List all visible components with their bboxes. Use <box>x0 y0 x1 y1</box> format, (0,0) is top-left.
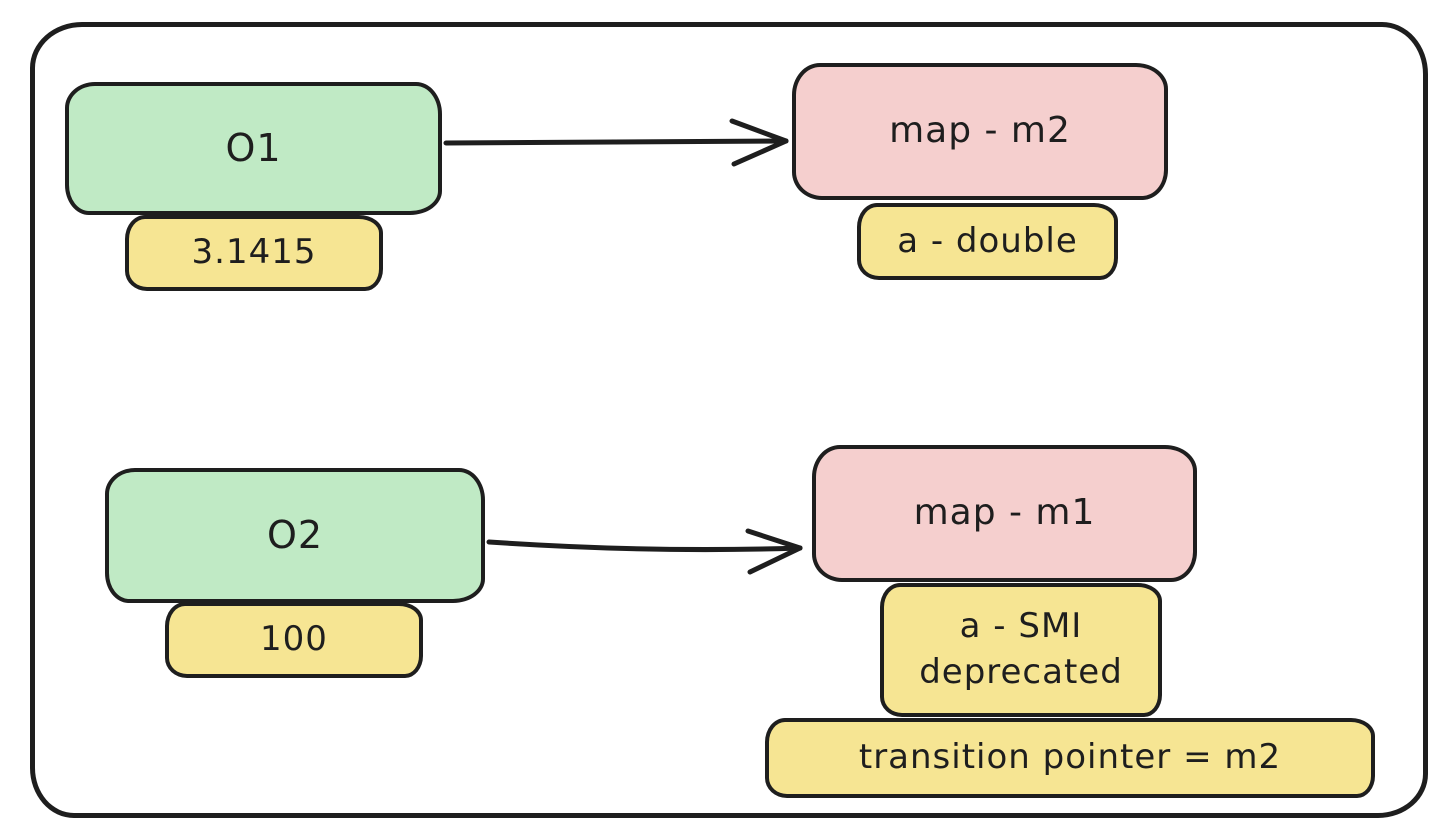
node-o1-value: 3.1415 <box>125 215 383 291</box>
node-map-m1-transition-pointer-label: transition pointer = m2 <box>858 737 1282 778</box>
node-map-m1: map - m1 <box>812 445 1197 582</box>
node-o2-value: 100 <box>165 602 423 678</box>
node-object-o1: O1 <box>65 82 442 215</box>
node-object-o2: O2 <box>105 468 485 603</box>
node-map-m2-label: map - m2 <box>889 110 1071 152</box>
node-map-m2-field: a - double <box>857 203 1118 280</box>
node-map-m2: map - m2 <box>792 63 1168 200</box>
node-o1-value-label: 3.1415 <box>191 232 317 273</box>
node-map-m1-field: a - SMI deprecated <box>880 583 1162 717</box>
node-object-o2-label: O2 <box>266 512 324 557</box>
node-object-o1-label: O1 <box>225 125 282 170</box>
node-map-m1-transition-pointer: transition pointer = m2 <box>765 718 1375 798</box>
node-o2-value-label: 100 <box>260 619 328 660</box>
node-map-m1-field-label: a - SMI deprecated <box>919 606 1123 692</box>
node-map-m1-label: map - m1 <box>913 492 1096 534</box>
node-map-m2-field-label: a - double <box>897 220 1078 261</box>
